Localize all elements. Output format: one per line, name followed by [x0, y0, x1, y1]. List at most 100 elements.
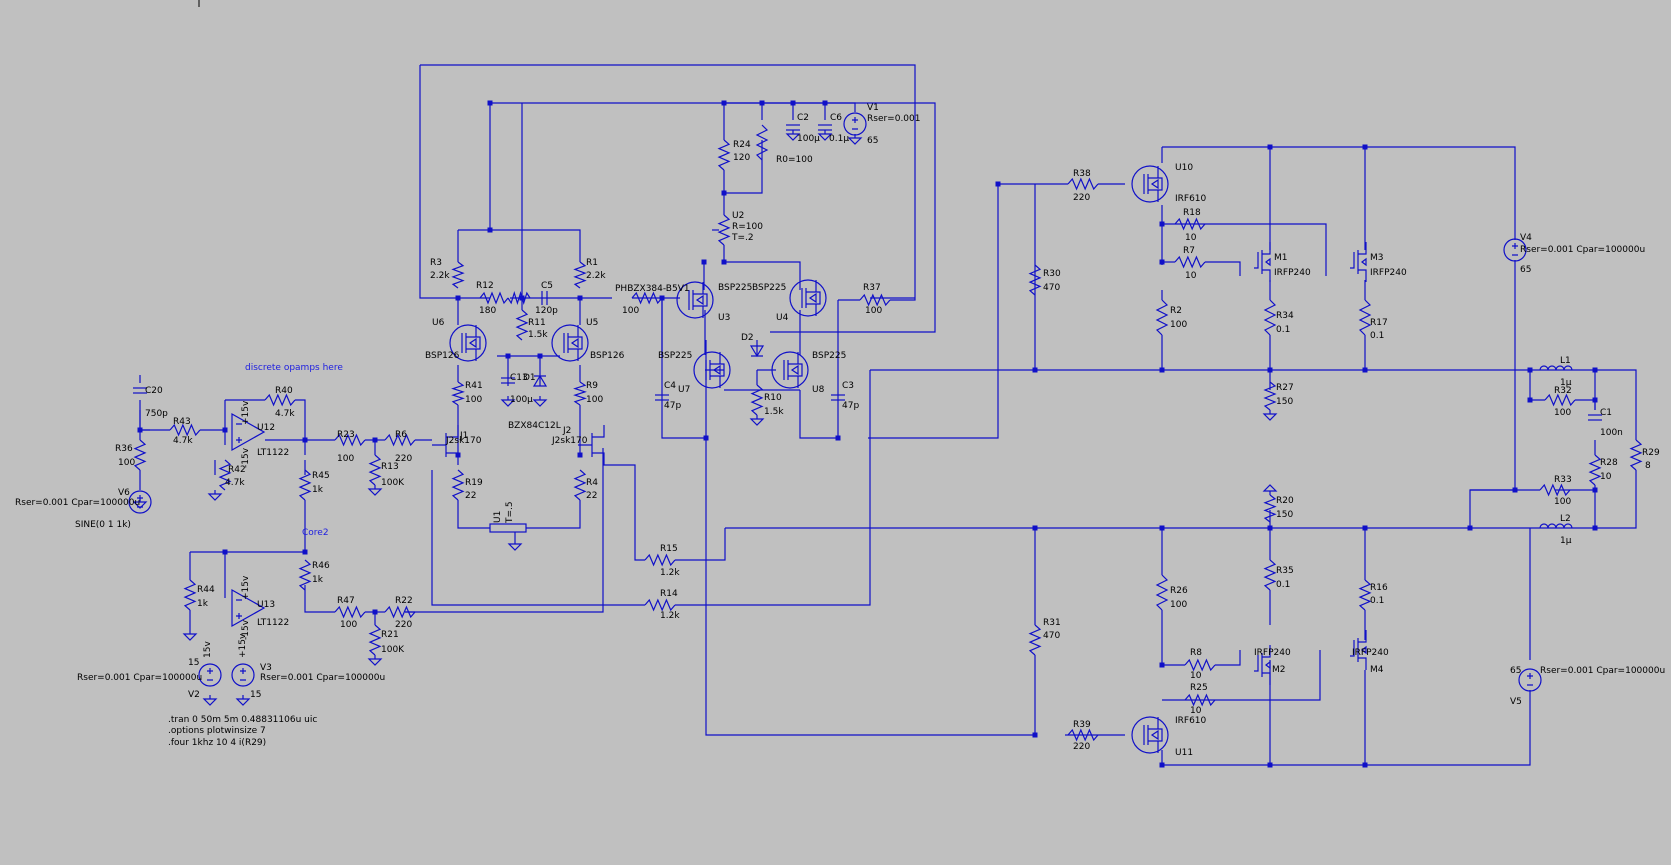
- voltage-source-v5[interactable]: [1518, 668, 1542, 692]
- thermistor-r0[interactable]: [755, 124, 769, 161]
- voltage-source-v6[interactable]: [128, 490, 152, 514]
- voltage-source-v2[interactable]: [198, 663, 222, 687]
- resistor-r18[interactable]: [1174, 217, 1206, 231]
- resistor-r8[interactable]: [1184, 658, 1216, 672]
- resistor-r47[interactable]: [334, 605, 366, 619]
- label-u1-0: U1: [493, 511, 503, 523]
- mosfet-u11[interactable]: [1131, 716, 1169, 754]
- resistor-r46[interactable]: [298, 559, 312, 591]
- resistor-r9[interactable]: [573, 381, 587, 406]
- opamp-u13[interactable]: [231, 588, 266, 628]
- label-r26-1: 100: [1170, 600, 1187, 610]
- resistor-r19[interactable]: [451, 469, 465, 501]
- potentiometer-u2[interactable]: [717, 214, 731, 246]
- resistor-r13[interactable]: [368, 454, 382, 486]
- resistor-r7[interactable]: [1174, 255, 1206, 269]
- mosfet-u8[interactable]: [771, 351, 809, 389]
- resistor-r12-body[interactable]: [479, 291, 509, 305]
- resistor-r30[interactable]: [1028, 264, 1042, 296]
- resistor-r22[interactable]: [384, 605, 416, 619]
- resistor-r40[interactable]: [264, 393, 296, 407]
- potentiometer-u1[interactable]: [489, 523, 527, 540]
- resistor-r42[interactable]: [218, 459, 232, 491]
- resistor-r44[interactable]: [183, 579, 197, 611]
- capacitor-c4[interactable]: [655, 394, 669, 401]
- voltage-source-v4[interactable]: [1503, 238, 1527, 262]
- resistor-r29[interactable]: [1629, 439, 1643, 471]
- resistor-r15[interactable]: [644, 553, 676, 567]
- capacitor-c5[interactable]: [541, 291, 548, 305]
- resistor-r38[interactable]: [1067, 177, 1099, 191]
- capacitor-c13[interactable]: [501, 377, 515, 384]
- resistor-r27[interactable]: [1263, 381, 1277, 411]
- zener-d1[interactable]: [532, 374, 548, 387]
- resistor-r24[interactable]: [717, 139, 731, 171]
- resistor-r28[interactable]: [1588, 454, 1602, 486]
- capacitor-c3[interactable]: [831, 394, 845, 401]
- label-v2s-0: Rser=0.001 Cpar=100000u: [77, 673, 202, 683]
- mosfet-u6[interactable]: [449, 324, 487, 362]
- voltage-source-v1[interactable]: [843, 112, 867, 136]
- resistor-r35[interactable]: [1263, 559, 1277, 591]
- mosfet-m3[interactable]: [1350, 242, 1367, 282]
- label-p15c-1: +15v: [238, 633, 248, 658]
- resistor-r16[interactable]: [1358, 579, 1372, 611]
- mosfet-u3[interactable]: [676, 281, 714, 319]
- resistor-r11[interactable]: [515, 309, 529, 341]
- resistor-r12[interactable]: [507, 290, 531, 306]
- resistor-r17[interactable]: [1358, 299, 1372, 336]
- resistor-r4[interactable]: [573, 469, 587, 501]
- resistor-r43[interactable]: [169, 423, 201, 437]
- resistor-r1[interactable]: [573, 261, 587, 289]
- resistor-r6[interactable]: [384, 433, 416, 447]
- resistor-r45[interactable]: [298, 469, 312, 501]
- resistor-r23[interactable]: [334, 433, 366, 447]
- voltage-source-v3[interactable]: [231, 663, 255, 687]
- resistor-r37[interactable]: [859, 293, 891, 307]
- resistor-r10[interactable]: [750, 384, 764, 416]
- resistor-r33[interactable]: [1539, 483, 1571, 497]
- resistor-r39[interactable]: [1067, 728, 1099, 742]
- label-r29-1: 8: [1645, 461, 1651, 471]
- resistor-r26[interactable]: [1155, 574, 1169, 611]
- resistor-r32[interactable]: [1544, 393, 1576, 407]
- label-r21-0: R21: [381, 630, 399, 640]
- capacitor-c2[interactable]: [786, 124, 800, 131]
- mosfet-m4[interactable]: [1350, 630, 1367, 670]
- mosfet-m2[interactable]: [1254, 645, 1271, 685]
- opamp-u12[interactable]: [231, 412, 266, 452]
- capacitor-c20[interactable]: [133, 387, 147, 394]
- resistor-r3[interactable]: [451, 261, 465, 289]
- inductor-l1[interactable]: [1539, 365, 1573, 371]
- resistor-r20[interactable]: [1263, 494, 1277, 523]
- label-r9-1: 100: [586, 395, 603, 405]
- jfet-j2[interactable]: [578, 425, 605, 465]
- ground-v2: [202, 695, 218, 706]
- resistor-r2[interactable]: [1155, 299, 1169, 336]
- mosfet-u7[interactable]: [693, 351, 731, 389]
- resistor-r41[interactable]: [451, 381, 465, 406]
- label-r7-0: R7: [1183, 246, 1195, 256]
- resistor-r5[interactable]: [631, 291, 663, 305]
- diode-d2[interactable]: [749, 345, 765, 358]
- ground-r27: [1262, 410, 1278, 421]
- resistor-r34[interactable]: [1263, 299, 1277, 336]
- capacitor-c1[interactable]: [1588, 414, 1602, 421]
- resistor-r31[interactable]: [1028, 624, 1042, 656]
- mosfet-m1[interactable]: [1254, 242, 1271, 282]
- label-m3-1: IRFP240: [1370, 268, 1407, 278]
- resistor-r14[interactable]: [644, 598, 676, 612]
- capacitor-c6[interactable]: [818, 124, 832, 131]
- resistor-r21[interactable]: [368, 624, 382, 656]
- resistor-r25[interactable]: [1184, 693, 1216, 707]
- jfet-j1[interactable]: [432, 425, 459, 465]
- label-c20-0: C20: [145, 386, 163, 396]
- mosfet-u5[interactable]: [551, 324, 589, 362]
- inductor-l2[interactable]: [1539, 523, 1573, 529]
- mosfet-u10[interactable]: [1131, 165, 1169, 203]
- mosfet-u4[interactable]: [789, 279, 827, 317]
- resistor-r36[interactable]: [133, 439, 147, 471]
- label-l2-0: L2: [1560, 514, 1571, 524]
- label-r47-0: R47: [337, 596, 355, 606]
